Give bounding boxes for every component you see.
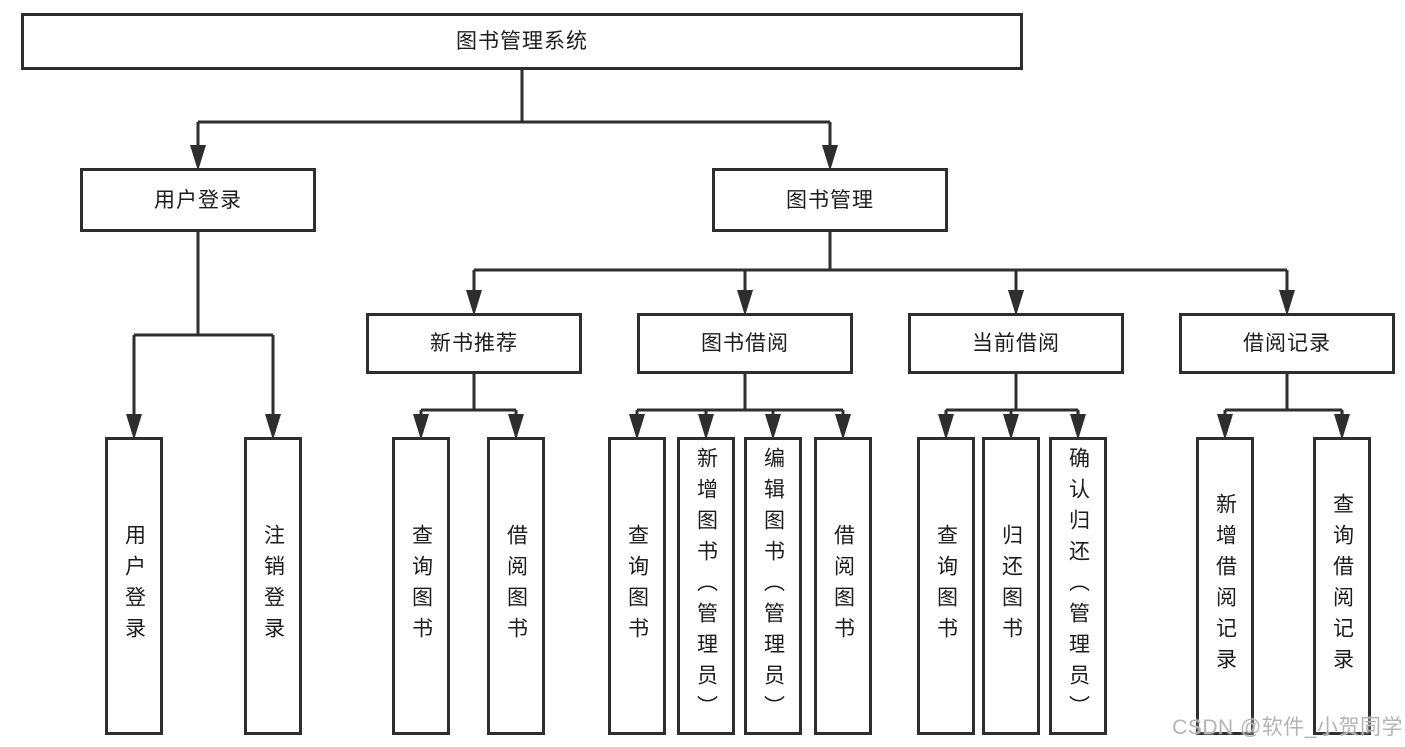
leaf-query-borrow-record: 查询借阅记录 (1313, 437, 1371, 735)
leaf-borrow-books-recommend: 借阅图书 (487, 437, 545, 735)
node-book-management: 图书管理 (712, 168, 948, 232)
node-book-borrow: 图书借阅 (637, 313, 853, 374)
leaf-query-books-current: 查询图书 (917, 437, 975, 735)
leaf-confirm-return-admin: 确认归还（管理员） (1049, 437, 1107, 735)
leaf-query-books-borrow: 查询图书 (608, 437, 666, 735)
leaf-borrow-books: 借阅图书 (814, 437, 872, 735)
leaf-add-borrow-record: 新增借阅记录 (1196, 437, 1254, 735)
node-library-system: 图书管理系统 (21, 13, 1023, 70)
arrowheads (126, 145, 1350, 440)
leaf-logout-login: 注销登录 (244, 437, 302, 735)
leaf-user-login: 用户登录 (105, 437, 163, 735)
leaf-return-book: 归还图书 (982, 437, 1040, 735)
connector-stems (132, 70, 1344, 420)
node-current-borrow: 当前借阅 (908, 313, 1124, 374)
node-new-book-recommend: 新书推荐 (366, 313, 582, 374)
node-borrow-records: 借阅记录 (1179, 313, 1395, 374)
leaf-edit-book-admin: 编辑图书（管理员） (744, 437, 802, 735)
leaf-add-book-admin: 新增图书（管理员） (677, 437, 735, 735)
node-user-login: 用户登录 (80, 168, 316, 232)
leaf-query-books-recommend: 查询图书 (392, 437, 450, 735)
csdn-watermark: CSDN @软件_小贺同学 (1172, 716, 1403, 739)
